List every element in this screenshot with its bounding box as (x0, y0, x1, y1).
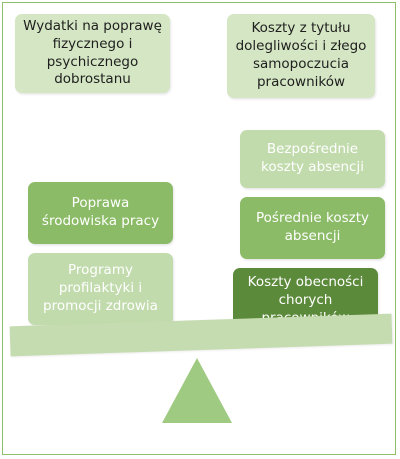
right-item-indirect-absence-costs: Pośrednie koszty absencji (240, 197, 385, 259)
left-item-work-environment: Poprawa środowiska pracy (28, 182, 173, 244)
left-item-label: Programy profilaktyki i promocji zdrowia (43, 262, 158, 314)
right-header-text: Koszty z tytułu dolegliwości i złego sam… (235, 20, 367, 90)
left-header-box: Wydatki na poprawę fizycznego i psychicz… (15, 14, 170, 93)
right-item-direct-absence-costs: Bezpośrednie koszty absencji (240, 130, 385, 188)
left-item-label: Poprawa środowiska pracy (41, 195, 160, 229)
right-header-box: Koszty z tytułu dolegliwości i złego sam… (227, 14, 375, 98)
right-item-label: Pośrednie koszty absencji (256, 210, 369, 244)
left-item-prevention-programs: Programy profilaktyki i promocji zdrowia (28, 253, 173, 325)
left-header-text: Wydatki na poprawę fizycznego i psychicz… (23, 17, 162, 88)
right-item-label: Bezpośrednie koszty absencji (261, 141, 364, 175)
